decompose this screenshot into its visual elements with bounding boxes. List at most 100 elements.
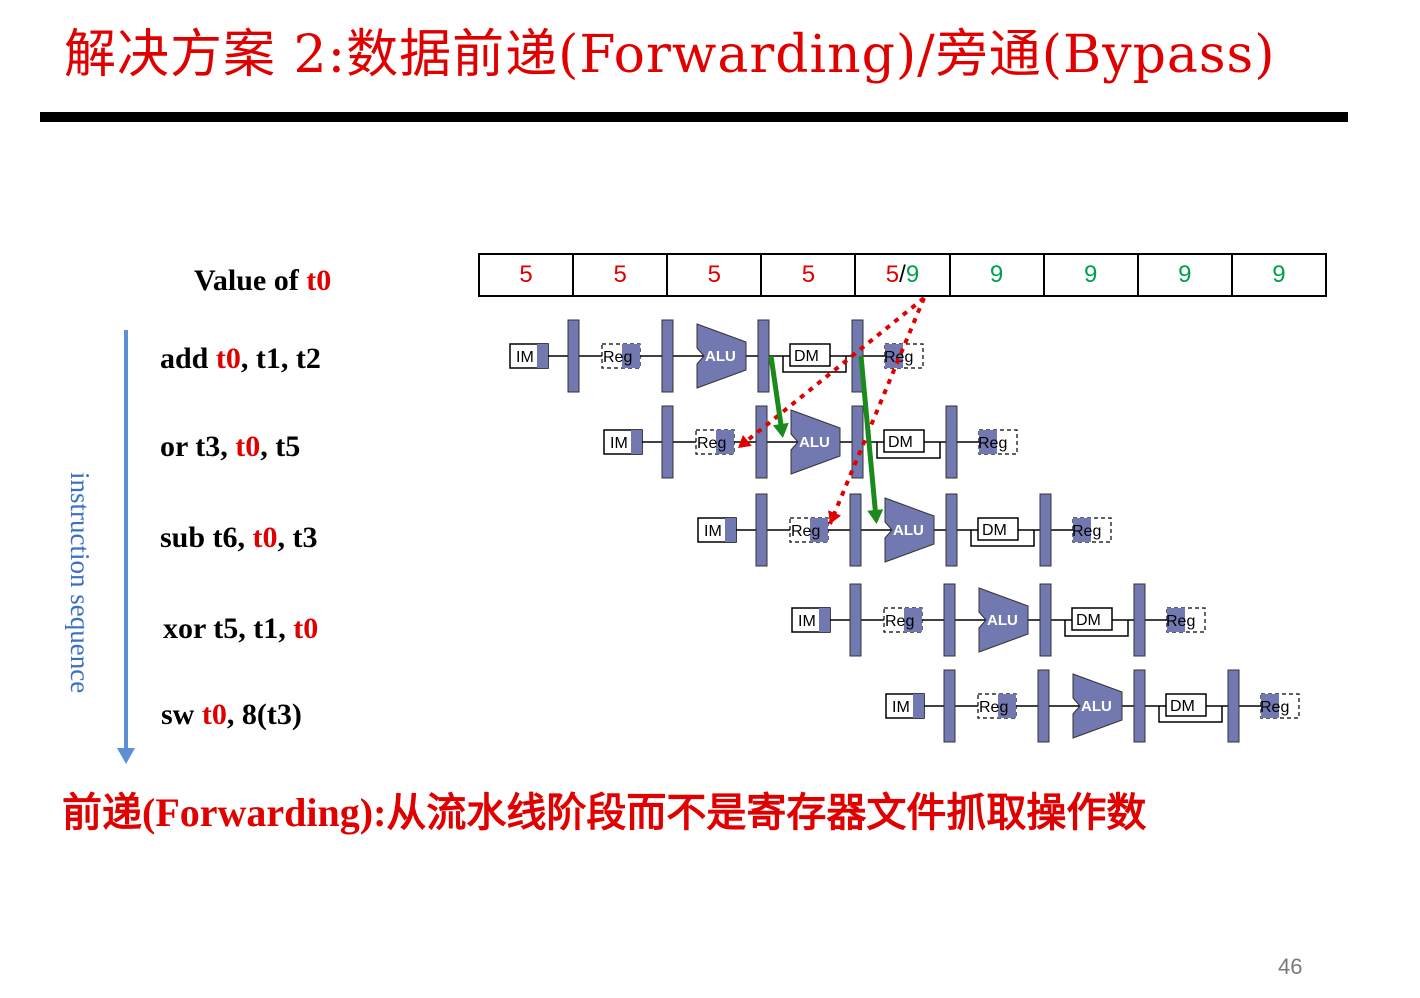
pipe-row-4-alu-label: ALU bbox=[987, 612, 1018, 629]
pipe-row-4-im-shade bbox=[819, 608, 830, 632]
pipe-row-2-reg-write-shade bbox=[979, 430, 997, 454]
pipe-row-3-im-shade bbox=[725, 518, 736, 542]
pipe-row-3-dm-box bbox=[977, 517, 1019, 541]
green-forward-arrow-1 bbox=[768, 355, 785, 433]
value-cell-5-part-2: / bbox=[899, 261, 906, 288]
instruction-1-part-3: , t1, t2 bbox=[240, 342, 321, 375]
pipe-row-5-dm-bypass bbox=[1158, 706, 1223, 723]
pipe-row-2-dm-bypass bbox=[876, 442, 941, 459]
pipe-row-3-dm-bypass bbox=[970, 530, 1035, 547]
pipe-row-4-im-label: IM bbox=[798, 613, 816, 630]
pipe-row-3-dm-label: DM bbox=[982, 522, 1007, 539]
pipe-row-5-reg-write-label: Reg bbox=[1260, 699, 1289, 716]
pipe-row-5-alu bbox=[1072, 673, 1123, 739]
pipe-row-3-reg-read-label: Reg bbox=[791, 523, 820, 540]
instruction-2-part-3: , t5 bbox=[260, 430, 301, 463]
pipe-row-3-reg-write-shade bbox=[1073, 518, 1091, 542]
instruction-3-part-3: , t3 bbox=[277, 521, 318, 554]
red-dotted-arrowhead-2 bbox=[828, 510, 842, 524]
pipe-row-3-reg-read-shade bbox=[810, 518, 828, 542]
pipe-row-2-im-label: IM bbox=[610, 435, 628, 452]
value-cell-7-part-1: 9 bbox=[1084, 261, 1098, 288]
value-cell-4: 5 bbox=[762, 255, 857, 295]
pipe-row-4-dm-bypass bbox=[1064, 620, 1129, 637]
instruction-1-part-2: t0 bbox=[215, 342, 241, 375]
pipe-row-5-pipe-reg-2 bbox=[1037, 669, 1050, 743]
pipe-row-5-pipe-reg-1 bbox=[943, 669, 956, 743]
pipe-row-1-pipe-reg-1 bbox=[567, 319, 580, 393]
pipe-row-1-dm-label: DM bbox=[794, 348, 819, 365]
pipe-row-2-alu bbox=[790, 409, 841, 475]
value-cell-6: 9 bbox=[951, 255, 1045, 295]
value-cell-5-part-1: 5 bbox=[885, 261, 900, 288]
pipe-row-3-pipe-reg-3 bbox=[945, 493, 958, 567]
value-cell-2-part-1: 5 bbox=[613, 261, 627, 288]
pipe-row-4-reg-read-shade bbox=[904, 608, 922, 632]
pipe-row-4-dm-box bbox=[1071, 607, 1113, 631]
page-number: 46 bbox=[1278, 954, 1303, 979]
value-cell-5-part-3: 9 bbox=[905, 261, 920, 288]
instruction-3-part-2: t0 bbox=[252, 521, 278, 554]
value-of-t0-label: Value of t0 bbox=[194, 264, 331, 298]
pipe-row-3-pipe-reg-2 bbox=[849, 493, 862, 567]
instruction-4-part-2: t0 bbox=[293, 612, 319, 645]
pipe-row-3-pipe-reg-1 bbox=[755, 493, 768, 567]
pipe-row-2-dm-label: DM bbox=[888, 434, 913, 451]
instruction-5: sw t0, 8(t3) bbox=[161, 698, 302, 732]
pipe-row-4-pipe-reg-4 bbox=[1133, 583, 1146, 657]
pipe-row-3-im-label: IM bbox=[704, 523, 722, 540]
pipe-row-2-dm-box bbox=[883, 429, 925, 453]
green-forward-arrowhead-1 bbox=[772, 422, 789, 438]
pipe-row-2-reg-read-shade bbox=[716, 430, 734, 454]
pipe-row-5-reg-read-label: Reg bbox=[979, 699, 1008, 716]
pipe-row-5-alu-label: ALU bbox=[1081, 698, 1112, 715]
pipe-row-1-alu bbox=[696, 323, 747, 389]
pipe-row-5-dm-box bbox=[1165, 693, 1207, 717]
pipe-row-5-pipe-reg-4 bbox=[1227, 669, 1240, 743]
pipe-row-1-pipe-reg-3 bbox=[757, 319, 770, 393]
pipe-row-5-im-shade bbox=[913, 694, 924, 718]
value-cell-9-part-1: 9 bbox=[1272, 261, 1286, 288]
pipe-row-5-pipe-reg-3 bbox=[1133, 669, 1146, 743]
pipe-row-4-alu bbox=[978, 587, 1029, 653]
value-cell-8-part-1: 9 bbox=[1178, 261, 1192, 288]
pipe-row-4-pipe-reg-2 bbox=[943, 583, 956, 657]
pipe-row-1-dm-bypass bbox=[782, 356, 847, 373]
instruction-5-part-2: t0 bbox=[201, 698, 227, 731]
value-label-prefix: Value of bbox=[194, 264, 307, 297]
value-cell-8: 9 bbox=[1139, 255, 1233, 295]
pipe-row-2-reg-write-label: Reg bbox=[978, 435, 1007, 452]
pipe-row-1-alu-label: ALU bbox=[705, 348, 736, 365]
pipe-row-4-pipe-reg-3 bbox=[1039, 583, 1052, 657]
pipe-row-4-reg-write-shade bbox=[1167, 608, 1185, 632]
pipe-row-5-reg-read-shade bbox=[998, 694, 1016, 718]
instruction-4-part-1: xor t5, t1, bbox=[163, 612, 294, 645]
red-dotted-arrowhead-1 bbox=[738, 435, 752, 448]
value-cell-6-part-1: 9 bbox=[989, 261, 1004, 288]
pipe-row-4-reg-read-label: Reg bbox=[885, 613, 914, 630]
value-cell-1-part-1: 5 bbox=[519, 261, 533, 288]
instruction-3: sub t6, t0, t3 bbox=[160, 521, 318, 555]
instruction-2-part-1: or t3, bbox=[160, 430, 236, 463]
pipe-row-5-im-label: IM bbox=[892, 699, 910, 716]
pipe-row-3-reg-write-label: Reg bbox=[1072, 523, 1101, 540]
instruction-5-part-3: , 8(t3) bbox=[226, 698, 302, 731]
green-forward-arrow-2 bbox=[858, 355, 879, 519]
red-dotted-arrow-2 bbox=[828, 297, 926, 525]
value-cell-3-part-1: 5 bbox=[707, 261, 721, 288]
pipe-row-3-alu-label: ALU bbox=[893, 522, 924, 539]
instruction-3-part-1: sub t6, bbox=[160, 521, 253, 554]
pipe-row-2-alu-label: ALU bbox=[799, 434, 830, 451]
title-rule bbox=[40, 112, 1348, 122]
pipe-row-5-dm-label: DM bbox=[1170, 698, 1195, 715]
instruction-1: add t0, t1, t2 bbox=[160, 342, 321, 376]
pipe-row-3-pipe-reg-4 bbox=[1039, 493, 1052, 567]
value-cell-1: 5 bbox=[480, 255, 575, 295]
value-cell-3: 5 bbox=[668, 255, 763, 295]
green-forward-arrowhead-2 bbox=[867, 509, 884, 524]
pipe-row-2-im-shade bbox=[631, 430, 642, 454]
instruction-4: xor t5, t1, t0 bbox=[163, 612, 318, 646]
value-cell-4-part-1: 5 bbox=[801, 261, 816, 288]
instruction-sequence-label: instruction sequence bbox=[65, 472, 95, 694]
